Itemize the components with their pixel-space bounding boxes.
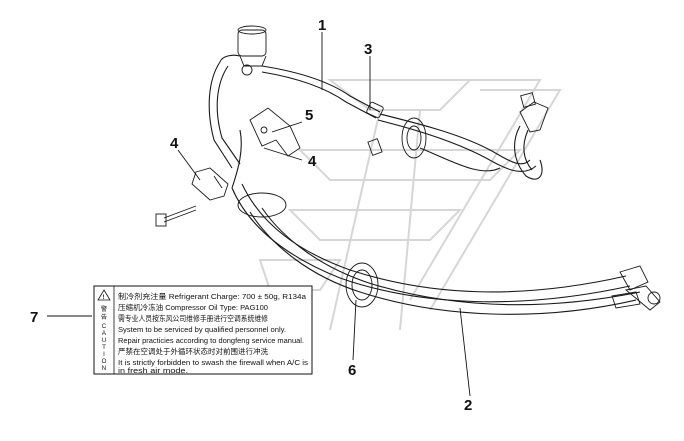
label-side-char: N — [102, 365, 106, 372]
callout-6: 6 — [348, 362, 356, 379]
label-line: 需专业人员按东风公司维修手册进行空调系统维修 — [118, 313, 268, 323]
label-side-char: T — [102, 344, 106, 351]
label-line: in fresh air mode. — [118, 366, 188, 375]
label-line: Repair practicies according to dongfeng … — [118, 336, 304, 345]
callout-5: 5 — [305, 107, 313, 124]
label-side-char: 告 — [101, 313, 107, 321]
callout-7: 7 — [30, 309, 38, 326]
label-side-char: I — [103, 351, 105, 358]
label-side-char: O — [102, 358, 107, 365]
callout-1: 1 — [318, 17, 326, 34]
callout-leaders — [47, 32, 471, 397]
callout-4-left: 4 — [170, 135, 179, 152]
label-side-char: 警 — [101, 305, 107, 313]
clamp-part — [155, 167, 229, 227]
label-side-char: C — [102, 323, 107, 330]
label-side-char: A — [102, 330, 107, 337]
callout-4-right: 4 — [308, 153, 317, 170]
label-line: 严禁在空调处于外循环状态时对前围进行冲洗 — [118, 346, 268, 356]
caution-label: ! 警 告 C A U T I O N 制冷剂充注量 Refrigerant C… — [93, 285, 313, 375]
label-line: It is strictly forbidden to swash the fi… — [118, 358, 308, 367]
svg-text:!: ! — [103, 295, 105, 301]
warning-triangle-icon — [97, 289, 111, 301]
label-line: System to be serviced by qualified perso… — [118, 325, 286, 334]
callout-3: 3 — [364, 41, 372, 58]
label-line: 制冷剂充注量 Refrigerant Charge: 700 ± 50g, R1… — [118, 291, 307, 301]
bracket-part — [231, 107, 301, 189]
label-line: 压缩机冷冻油 Compressor Oil Type: PAG100 — [118, 302, 268, 312]
dongfeng-logo-watermark — [258, 79, 562, 331]
discharge-hose — [231, 183, 661, 315]
suction-hose-assembly — [208, 25, 549, 180]
callout-2: 2 — [464, 397, 472, 414]
label-side-char: U — [102, 337, 106, 344]
